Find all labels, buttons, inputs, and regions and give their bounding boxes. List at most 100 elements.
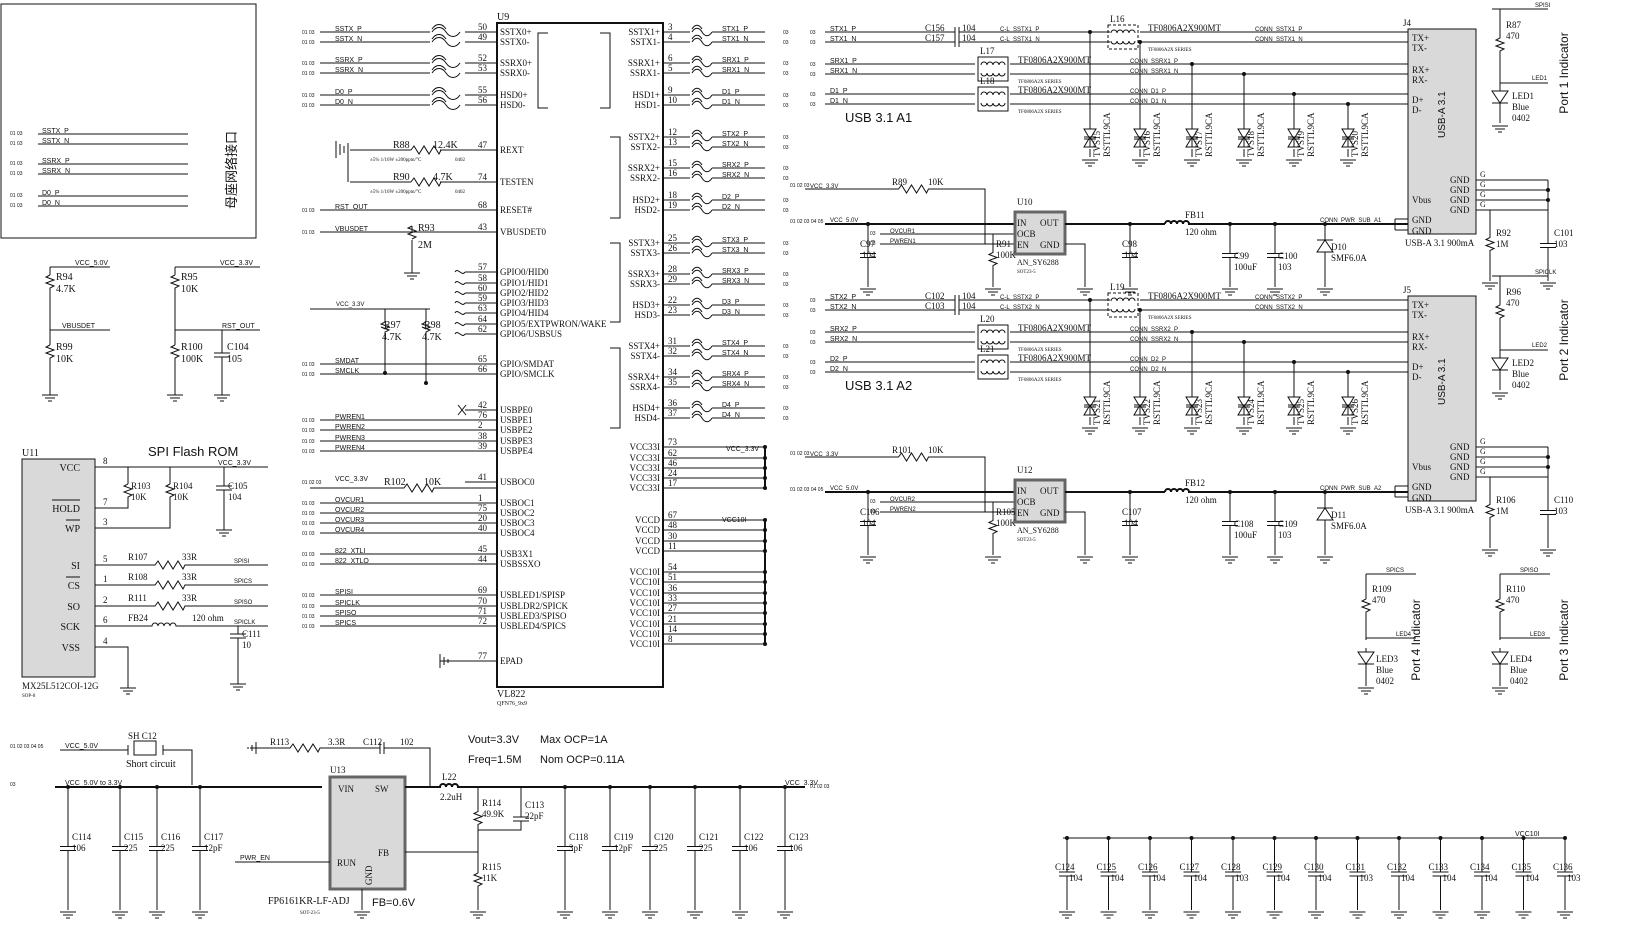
u9-left-pin-num: 55 bbox=[478, 85, 488, 95]
out-cap bbox=[1122, 224, 1138, 287]
vout-label: VCC_3.3V bbox=[785, 780, 818, 787]
mux-sheet-ref: 01 03 bbox=[10, 203, 23, 209]
port-indicator-label: Port 1 Indicator bbox=[1557, 32, 1571, 113]
u9-left-pin-num: 72 bbox=[478, 616, 487, 626]
ps-pin-out: OUT bbox=[1040, 218, 1059, 228]
shield-g-label: G bbox=[1480, 467, 1486, 476]
u9-left-pin-name: GPIO5/EXTPWRON/WAKE bbox=[500, 319, 607, 329]
vbus-in-label: VCC_5.0V bbox=[830, 486, 858, 492]
junction-dot bbox=[1231, 836, 1235, 840]
u9-right-net-label: D2_P bbox=[722, 194, 740, 201]
spec-vout: Vout=3.3V bbox=[468, 734, 520, 746]
vbusdet-label: VBUSDET bbox=[62, 323, 96, 330]
gpio-nc bbox=[454, 301, 466, 305]
u9-part: VL822 bbox=[497, 689, 525, 700]
r97-ref: R97 bbox=[384, 320, 401, 331]
left-pullups: VCC_5.0V R94 4.7K VBUSDET R99 10K VCC_3.… bbox=[42, 260, 260, 402]
port-indicator-label: Port 2 Indicator bbox=[1557, 299, 1571, 380]
u9-right-sheet-ref: 03 bbox=[783, 375, 789, 381]
u9-right-pin-name: SSTX3+ bbox=[628, 238, 660, 248]
hf-cap-val: 103 bbox=[1278, 530, 1292, 540]
decap bbox=[1225, 838, 1241, 910]
vcc5-sheet-ref: 01 02 03 04 05 bbox=[790, 219, 824, 225]
u9-right-pin-num: 23 bbox=[668, 305, 678, 315]
ground-symbol bbox=[1142, 911, 1158, 919]
r88-val: 12.4K bbox=[433, 140, 459, 151]
usb-sheet-ref: 03 bbox=[810, 360, 816, 366]
mux-net-1: SSTX_N bbox=[42, 138, 69, 145]
ocb-pullup bbox=[987, 234, 999, 287]
ground-symbol bbox=[1100, 911, 1117, 919]
usb-sheet-ref: 03 bbox=[810, 330, 816, 336]
ground-symbol bbox=[149, 911, 165, 919]
decap-ref: C127 bbox=[1180, 862, 1200, 872]
r102-ref: R102 bbox=[384, 477, 406, 488]
tvs-part: RSTTL9CA bbox=[1152, 380, 1162, 425]
conn-pin-gnd: GND bbox=[1412, 482, 1432, 492]
power-switch-part: AN_SY6288 bbox=[1017, 258, 1059, 267]
u9-left-sheet-ref: 01 03 bbox=[302, 208, 315, 214]
u9-right-sheet-ref: 03 bbox=[783, 416, 789, 422]
u9-right-pin-name: SSTX4+ bbox=[628, 341, 660, 351]
c-l-net: C-L_SSTX1_P bbox=[1000, 27, 1039, 33]
decap bbox=[1557, 838, 1573, 910]
vin-cap bbox=[60, 787, 76, 910]
decap bbox=[1266, 838, 1283, 910]
junction-dot bbox=[1563, 836, 1567, 840]
usb-out-net: CONN_SSTX1_N bbox=[1255, 37, 1303, 43]
led-net-label: LED1 bbox=[1532, 76, 1548, 82]
flash-pin-name-si: SI bbox=[71, 561, 80, 572]
u9-right-pin-num: 33 bbox=[668, 593, 678, 603]
en-res-ref: R101 bbox=[892, 445, 912, 455]
u9-left-pin-num: 20 bbox=[478, 513, 488, 523]
input-cap bbox=[860, 224, 876, 287]
ind-resistor bbox=[1360, 574, 1372, 640]
common-mode-choke-body bbox=[977, 86, 1009, 112]
u9-right-pin-name: SSRX2+ bbox=[628, 163, 660, 173]
tvs-ref: TVS16 bbox=[1142, 130, 1152, 157]
vout-cap-ref: C122 bbox=[744, 832, 764, 842]
connector-label: USB-A 3.1 bbox=[1437, 358, 1448, 405]
u9-left-net-label: OVCUR4 bbox=[335, 527, 364, 534]
ac-cap-val: 104 bbox=[962, 301, 976, 311]
u9-left-pin-num: 75 bbox=[478, 503, 488, 513]
tvs-vbus-diode bbox=[1316, 224, 1334, 287]
junction-dot bbox=[1273, 222, 1277, 226]
u9-right-net-label: D2_N bbox=[722, 204, 740, 211]
decap-ref: C125 bbox=[1097, 862, 1117, 872]
shield-bleed-res bbox=[1484, 210, 1496, 281]
choke-series: TF0806A2X SERIES bbox=[1018, 80, 1062, 85]
u9-left-pin-name: USBLDR2/SPICK bbox=[500, 601, 569, 611]
led-color: Blue bbox=[1512, 102, 1529, 112]
buck-ic-pkg: SOT-23-5 bbox=[300, 911, 320, 916]
u9-package: QFN76_9x9 bbox=[497, 701, 527, 707]
u9-left-pin-name: USBPE4 bbox=[500, 446, 533, 456]
vout-cap-val: 12pF bbox=[614, 843, 633, 853]
tvs-junction bbox=[1242, 340, 1246, 344]
u9-left-sheet-ref: 01 03 bbox=[302, 531, 315, 537]
u9-right-pin-num: 11 bbox=[668, 541, 677, 551]
junction-dot bbox=[1546, 188, 1550, 192]
u9-right-net-label: STX4_N bbox=[722, 350, 748, 357]
r90-pkg: 0402 bbox=[455, 190, 466, 195]
ground-symbol bbox=[1482, 549, 1498, 557]
junction-dot bbox=[1438, 836, 1443, 840]
shield-g-label: G bbox=[1480, 447, 1486, 456]
u9-left-net-label: PWREN3 bbox=[335, 435, 365, 442]
junction-dot bbox=[118, 785, 122, 789]
u9-left-net-label: SPICS bbox=[335, 620, 356, 627]
buck-pin-vin: VIN bbox=[338, 784, 354, 794]
power-switch-ref: U10 bbox=[1017, 197, 1033, 207]
u9-left-net-label: SSTX_P bbox=[335, 26, 362, 33]
fb24-ref: FB24 bbox=[128, 613, 149, 623]
u9-right-pin-num: 24 bbox=[668, 468, 678, 478]
u9-right-pin-name: SSTX1+ bbox=[628, 27, 660, 37]
connector-foot: USB-A 3.1 900mA bbox=[1405, 505, 1475, 515]
u9-left-pin-name: HSD0+ bbox=[500, 90, 528, 100]
common-mode-choke-body bbox=[977, 56, 1009, 82]
r90-ref: R90 bbox=[393, 172, 410, 183]
nc-cross bbox=[457, 404, 467, 416]
vin-cap-ref: C116 bbox=[161, 832, 181, 842]
smbus-vcc: VCC_3.3V bbox=[336, 302, 364, 308]
u9-right-sheet-ref: 03 bbox=[783, 241, 789, 247]
